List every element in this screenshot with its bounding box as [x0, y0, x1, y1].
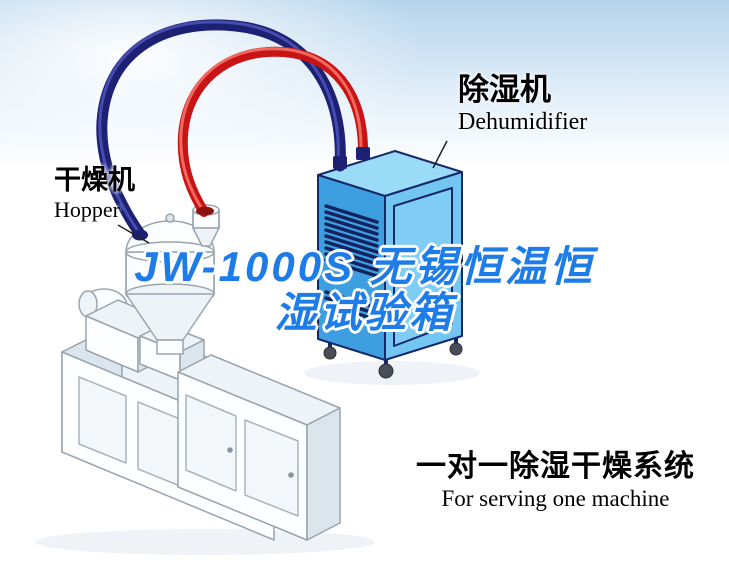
- hopper-outlet: [156, 339, 184, 355]
- pipe-stub: [356, 147, 370, 160]
- hopper-clamp-band: [125, 241, 215, 263]
- pipes: [96, 19, 370, 241]
- dehumidifier-leader-line: [432, 140, 448, 169]
- cyclone-cone: [192, 227, 220, 247]
- dry-air-pipe-highlight: [98, 20, 340, 233]
- return-air-pipe-highlight: [179, 47, 363, 211]
- front-vent-grille: [324, 204, 379, 278]
- dehumidifier-label-en: Dehumidifier: [458, 108, 588, 135]
- leader-lines: [117, 140, 448, 244]
- product-title: JW-1000S 无锡恒温恒 湿试验箱: [0, 243, 729, 337]
- door-handle: [443, 259, 449, 265]
- door-handle: [227, 447, 233, 453]
- extruder-cabinet-door: [244, 419, 299, 517]
- dehumidifier-label: 除湿机 Dehumidifier: [458, 72, 588, 136]
- cyclone-pipe-port: [196, 206, 214, 216]
- hopper-dryer: [125, 204, 220, 355]
- extruder-shadow: [35, 529, 375, 555]
- extruder-machine: [35, 288, 375, 555]
- caster-wheel: [378, 363, 394, 379]
- extruder-door: [78, 376, 127, 464]
- front-lower-grille: [324, 290, 379, 328]
- product-title-line1: JW-1000S 无锡恒温恒: [134, 243, 595, 290]
- bottom-caption: 一对一除湿干燥系统 For serving one machine: [416, 450, 695, 512]
- hopper-lid-knob: [165, 213, 175, 223]
- dehumidifier-unit: [304, 150, 480, 385]
- pipe-stub: [333, 156, 347, 169]
- bottom-caption-zh: 一对一除湿干燥系统: [416, 450, 695, 483]
- door-handle: [288, 472, 294, 478]
- caster-wheel: [323, 346, 337, 360]
- product-title-line2: 湿试验箱: [274, 289, 455, 337]
- extruder-cabinet-side: [306, 407, 341, 541]
- hopper-pipe-port: [132, 229, 148, 241]
- hopper-label: 干燥机 Hopper: [54, 166, 135, 223]
- extruder-cabinet-door: [185, 394, 237, 492]
- side-door: [393, 187, 453, 347]
- hopper-leader-line: [117, 224, 150, 244]
- hopper-label-zh: 干燥机: [54, 165, 135, 195]
- hopper-label-en: Hopper: [54, 197, 120, 223]
- bottom-caption-en: For serving one machine: [441, 486, 670, 511]
- caster-wheel: [449, 342, 463, 356]
- dehumidifier-label-zh: 除湿机: [458, 72, 551, 107]
